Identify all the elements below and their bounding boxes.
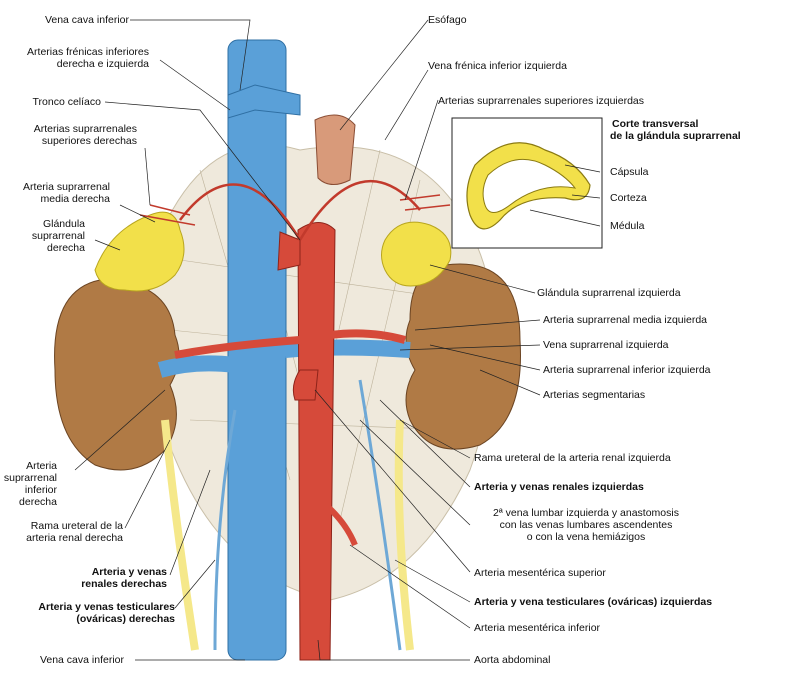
label-arterias-frenicas-line1: Arterias frénicas inferiores — [27, 46, 149, 58]
label-glandula-der: Glándula suprarrenal derecha — [32, 218, 85, 254]
label-arterias-frenicas-line2: derecha e izquierda — [56, 58, 149, 70]
right-renal-vein — [157, 355, 236, 378]
label-capsula: Cápsula — [610, 166, 649, 178]
abdominal-aorta — [297, 222, 336, 661]
label-tronco-celiaco: Tronco celíaco — [32, 96, 101, 108]
label-medula: Médula — [610, 220, 645, 232]
superior-mesenteric-artery — [292, 369, 319, 401]
left-renal-vein — [284, 339, 411, 358]
label-vena-cava-inferior-top: Vena cava inferior — [44, 14, 129, 26]
left-kidney — [405, 263, 521, 450]
label-glandula-der-line3: derecha — [47, 242, 85, 254]
section-medulla — [482, 158, 577, 213]
label-glandula-izq: Glándula suprarrenal izquierda — [537, 287, 681, 299]
superior-adrenal-arteries — [139, 194, 451, 226]
label-vena-supra-izq: Vena suprarrenal izquierda — [543, 339, 669, 351]
label-rama-ureteral-izq: Rama ureteral de la arteria renal izquie… — [474, 452, 671, 464]
label-arterias-frenicas: Arterias frénicas inferiores derecha e i… — [27, 46, 149, 70]
label-art-supra-inf-der-line2: suprarrenal — [3, 472, 57, 484]
celiac-trunk — [277, 231, 301, 271]
label-art-supra-sup-der: Arterias suprarrenales superiores derech… — [34, 123, 137, 147]
label-art-venas-renales-der-line1: Arteria y venas — [91, 566, 167, 578]
label-vena-lumbar-line2: con las venas lumbares ascendentes — [499, 519, 673, 531]
esophagus — [314, 114, 356, 185]
label-art-supra-media-der: Arteria suprarrenal media derecha — [23, 181, 110, 205]
label-corte-line2: de la glándula suprarrenal — [610, 130, 741, 142]
label-art-supra-sup-izq: Arterias suprarrenales superiores izquie… — [438, 95, 645, 107]
label-art-supra-inf-der-line4: derecha — [19, 496, 57, 508]
left-adrenal-gland — [381, 221, 452, 287]
label-art-venas-renales-der-line2: renales derechas — [81, 578, 167, 590]
label-art-mesenterica-inf: Arteria mesentérica inferior — [474, 622, 601, 634]
label-art-venas-renales-der: Arteria y venas renales derechas — [81, 566, 167, 590]
label-glandula-der-line1: Glándula — [42, 218, 85, 230]
label-vena-lumbar-line1: 2ª vena lumbar izquierda y anastomosis — [493, 507, 679, 519]
label-art-segmentarias: Arterias segmentarias — [543, 389, 646, 401]
label-vena-lumbar-line3: o con la vena hemiázigos — [526, 531, 646, 543]
left-renal-artery — [329, 329, 407, 344]
label-art-mesenterica-sup: Arteria mesentérica superior — [474, 567, 606, 579]
cross-section-inset — [451, 117, 603, 249]
label-art-supra-sup-der-line1: Arterias suprarrenales — [33, 123, 137, 135]
left-ureter — [394, 419, 414, 651]
label-aorta-abdominal: Aorta abdominal — [474, 654, 551, 666]
label-vena-cava-inferior-bottom: Vena cava inferior — [39, 654, 124, 666]
label-art-venas-testic-der-line2: (ováricas) derechas — [76, 613, 175, 625]
inferior-phrenic-arteries — [179, 179, 421, 241]
label-art-venas-testic-der-line1: Arteria y venas testiculares — [38, 601, 175, 613]
right-ureter — [161, 419, 199, 651]
label-art-supra-inf-der: Arteria suprarrenal inferior derecha — [4, 460, 57, 508]
label-corteza: Corteza — [610, 192, 647, 204]
leader-lines — [74, 19, 601, 661]
label-art-supra-media-der-line1: Arteria suprarrenal — [23, 181, 110, 193]
label-art-supra-media-izq: Arteria suprarrenal media izquierda — [543, 314, 707, 326]
label-art-supra-inf-der-line3: inferior — [24, 484, 57, 496]
label-art-venas-testic-der: Arteria y venas testiculares (ováricas) … — [38, 601, 175, 625]
label-glandula-der-line2: suprarrenal — [31, 230, 85, 242]
right-kidney — [54, 279, 180, 471]
label-vena-frenica-izq: Vena frénica inferior izquierda — [428, 60, 567, 72]
label-art-supra-media-der-line2: media derecha — [40, 193, 110, 205]
label-corte-line1: Corte transversal — [612, 118, 699, 130]
right-renal-artery — [174, 336, 301, 359]
label-vena-lumbar: 2ª vena lumbar izquierda y anastomosis c… — [474, 507, 698, 543]
label-art-venas-renales-izq: Arteria y venas renales izquierdas — [474, 481, 644, 493]
label-art-supra-inf-der-line1: Arteria — [26, 460, 57, 472]
hepatic-vein-stubs — [227, 84, 301, 119]
inferior-mesenteric-artery — [318, 497, 358, 547]
label-corte-transversal: Corte transversal de la glándula suprarr… — [610, 118, 741, 142]
label-art-supra-sup-der-line2: superiores derechas — [41, 135, 137, 147]
label-rama-ureteral-der: Rama ureteral de la arteria renal derech… — [26, 520, 123, 544]
right-adrenal-gland — [94, 211, 185, 292]
label-art-vena-testic-izq: Arteria y vena testiculares (ováricas) i… — [474, 596, 713, 608]
label-rama-ureteral-der-line1: Rama ureteral de la — [30, 520, 123, 532]
right-gonadal-vessels — [213, 409, 237, 651]
label-rama-ureteral-der-line2: arteria renal derecha — [26, 532, 123, 544]
label-esofago: Esófago — [428, 14, 467, 26]
inferior-vena-cava — [227, 39, 287, 661]
left-gonadal-vessels — [358, 379, 402, 651]
label-art-supra-inf-izq: Arteria suprarrenal inferior izquierda — [543, 364, 711, 376]
